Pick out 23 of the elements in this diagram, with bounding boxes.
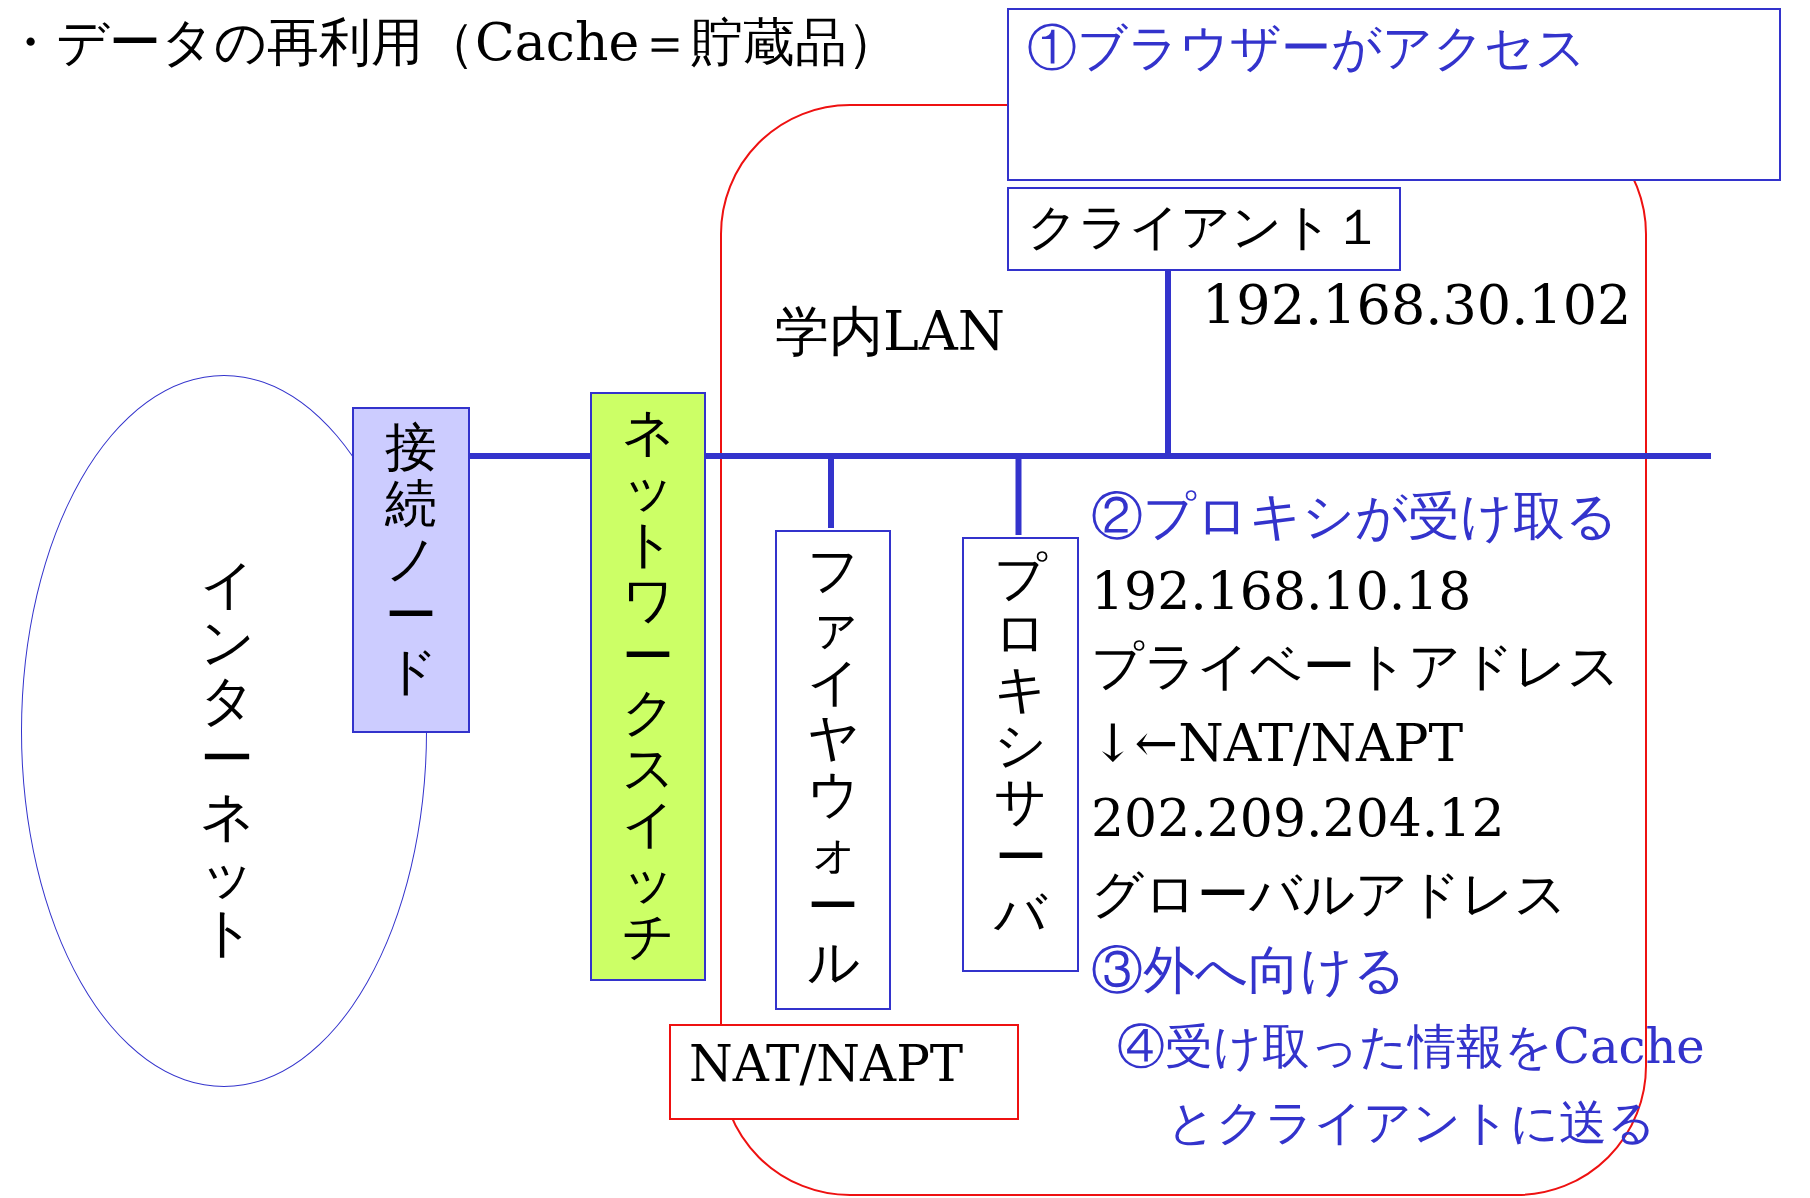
node-label: インターネット <box>200 556 254 962</box>
proxy-box: プロキシサーバ <box>962 537 1079 972</box>
firewall-box: ファイヤウォール <box>775 530 891 1010</box>
title: ・データの再利用（Cache＝貯蔵品） <box>4 11 900 74</box>
ip-address: 192.168.30.102 <box>1202 274 1632 337</box>
network-line <box>1165 269 1171 453</box>
address-note: ↓←NAT/NAPT <box>1091 712 1464 775</box>
network-line <box>470 453 590 459</box>
step-note: ②プロキシが受け取る <box>1091 485 1618 548</box>
step-note: ③外へ向ける <box>1091 939 1406 1002</box>
network-line <box>828 459 834 528</box>
area-label: 学内LAN <box>775 299 1006 365</box>
callout-box: ①ブラウザーがアクセス <box>1007 8 1781 181</box>
network-line <box>706 453 720 459</box>
address-note: 192.168.10.18 <box>1091 560 1472 623</box>
address-note: グローバルアドレス <box>1091 863 1567 926</box>
node-box: 接続ノード <box>352 407 470 733</box>
switch-box: ネットワークスイッチ <box>590 392 706 981</box>
network-line <box>1015 459 1022 535</box>
address-note: プライベートアドレス <box>1091 635 1620 698</box>
address-note: 202.209.204.12 <box>1091 787 1505 850</box>
nat-box: NAT/NAPT <box>669 1024 1019 1120</box>
client-box: クライアント１ <box>1007 187 1401 271</box>
